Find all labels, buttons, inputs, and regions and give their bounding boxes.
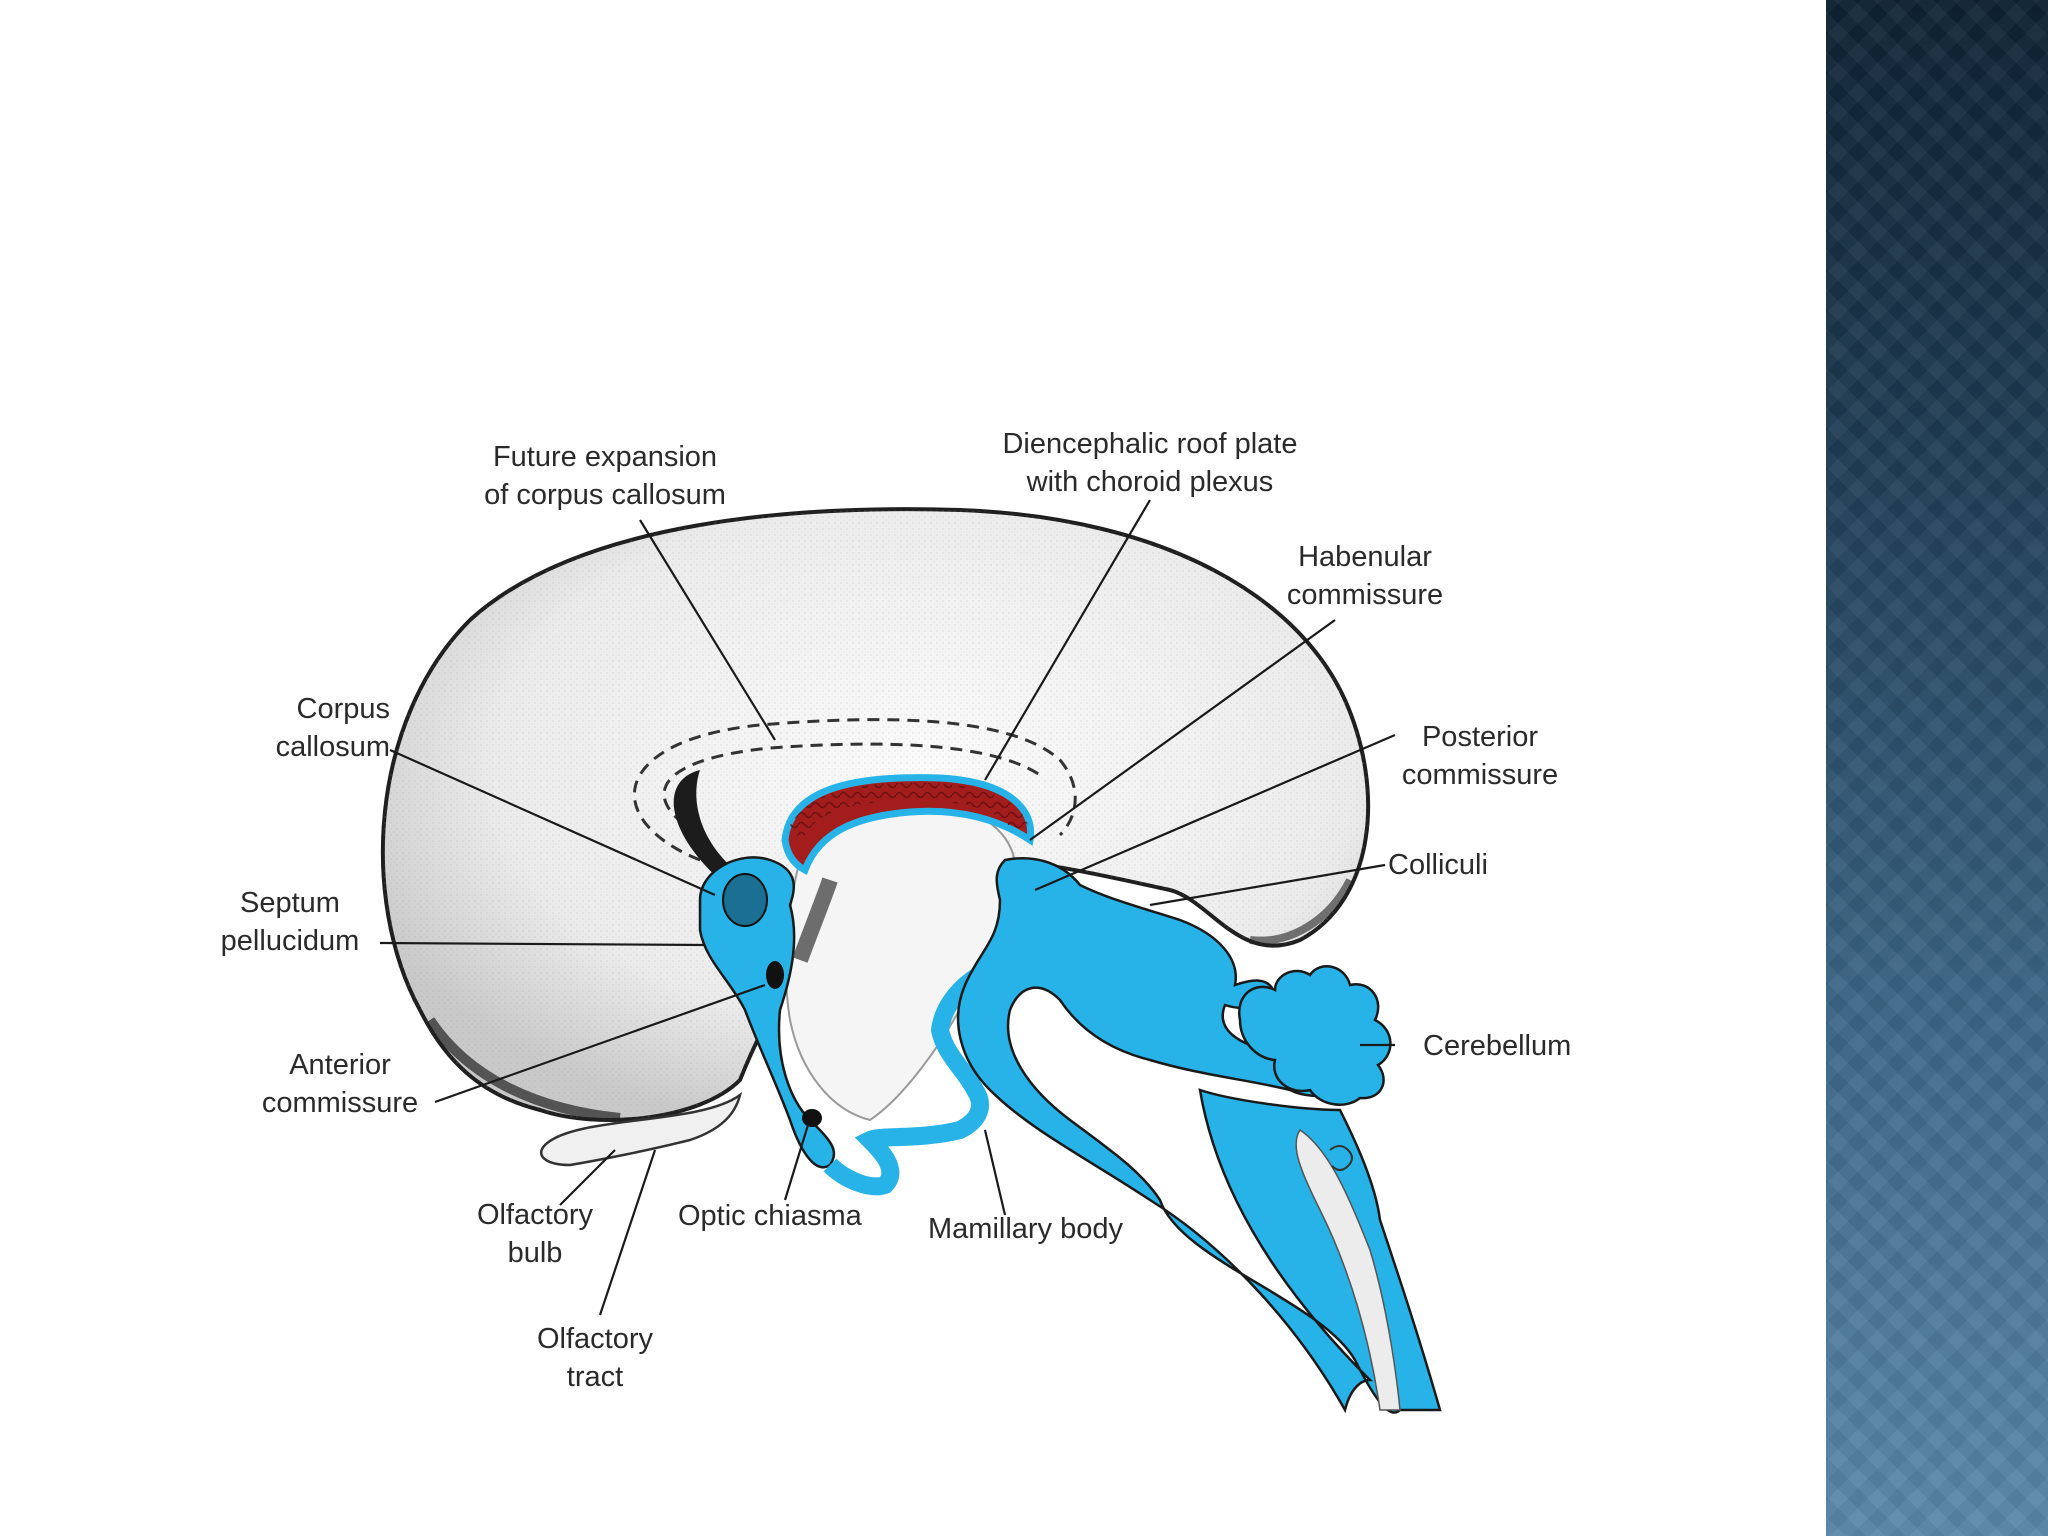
cerebellum-shape [1237,965,1392,1106]
panel-texture [1826,0,2048,1536]
label-cerebellum: Cerebellum [1423,1030,1572,1062]
label-mamillary-body: Mamillary body [928,1213,1123,1245]
label-posterior-commissure: Posterior commissure [1401,721,1559,791]
label-olfactory-bulb: Olfactory bulb [476,1199,594,1269]
label-septum-pellucidum: Septum pellucidum [220,887,360,957]
future-expansion-outline [632,718,1077,862]
brain-diagram: Future expansion of corpus callosum Dien… [220,428,1572,1414]
brainstem-ventricle [956,857,1442,1414]
label-anterior-commissure: Anterior commissure [261,1049,419,1119]
label-olfactory-tract: Olfactory tract [536,1323,654,1393]
label-habenular-commissure: Habenular commissure [1286,541,1444,611]
olfactory-bulb-shape [539,1091,743,1167]
brain-illustration [379,499,1442,1414]
label-colliculi: Colliculi [1388,849,1488,881]
decorative-side-panel [1826,0,2048,1536]
label-future-expansion: Future expansion of corpus callosum [484,441,726,511]
corpus-callosum-shape [673,770,735,880]
label-optic-chiasma: Optic chiasma [678,1200,862,1232]
label-diencephalic-roof: Diencephalic roof plate with choroid ple… [1002,428,1298,498]
leader-lines [379,499,1396,1316]
label-corpus-callosum: Corpus callosum [275,693,390,763]
